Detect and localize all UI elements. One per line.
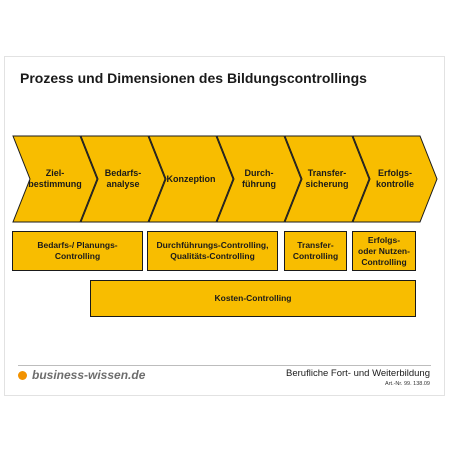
controlling-box-transfer: Transfer- Controlling (284, 231, 347, 271)
logo: business-wissen.de (18, 368, 145, 382)
footer-article-number: Art.-Nr. 99. 138.09 (385, 381, 430, 387)
chevron-label-6: Erfolgs- kontrolle (375, 168, 414, 189)
slide-frame (4, 56, 445, 396)
controlling-box-costs: Kosten-Controlling (90, 280, 416, 317)
footer-divider (18, 365, 431, 366)
footer-info: Berufliche Fort- und Weiterbildung Art.-… (286, 368, 430, 387)
chevron-label-4: Durch- führung (242, 168, 276, 189)
controlling-box-execution: Durchführungs-Controlling, Qualitäts-Con… (147, 231, 278, 271)
controlling-box-planning: Bedarfs-/ Planungs- Controlling (12, 231, 143, 271)
chevron-label-1: Ziel- bestimmung (28, 168, 82, 189)
controlling-box-success: Erfolgs- oder Nutzen- Controlling (352, 231, 416, 271)
logo-text: business-wissen.de (32, 368, 146, 382)
footer-title: Berufliche Fort- und Weiterbildung (286, 368, 430, 379)
logo-dot-icon (18, 370, 27, 380)
chevron-label-5: Transfer- sicherung (305, 168, 349, 189)
chevron-label-3: Konzeption (166, 173, 216, 184)
page-title: Prozess und Dimensionen des Bildungscont… (20, 70, 367, 86)
chevron-label-2: Bedarfs- analyse (104, 168, 142, 189)
